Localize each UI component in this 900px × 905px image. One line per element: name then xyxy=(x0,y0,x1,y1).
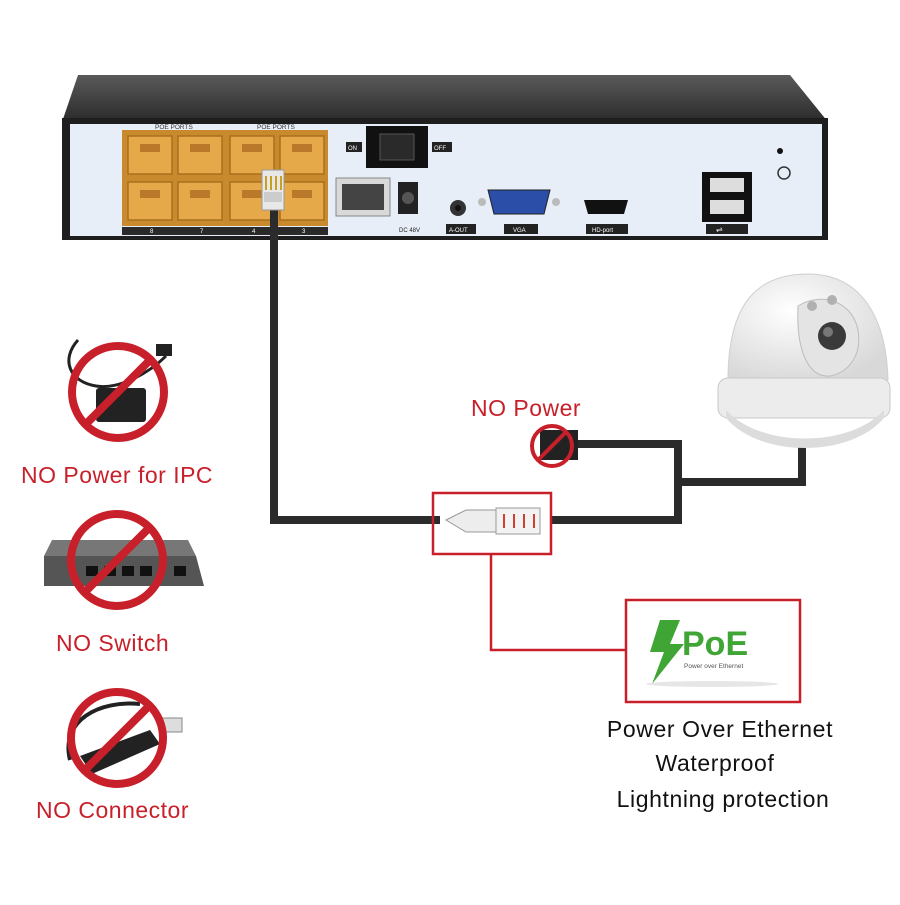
poe-port xyxy=(279,181,325,221)
usb-icon: ⇌ xyxy=(716,225,723,234)
poe-port xyxy=(177,135,223,175)
no-switch-label: NO Switch xyxy=(56,630,170,656)
dc-label: DC 48V xyxy=(399,228,420,234)
no-connector-label: NO Connector xyxy=(36,797,190,823)
rj45-connector xyxy=(444,507,541,535)
port-number: 3 xyxy=(302,229,306,235)
port-number: 4 xyxy=(252,229,256,235)
poe-port xyxy=(229,135,275,175)
vga-label: VGA xyxy=(513,228,526,234)
camera-lens xyxy=(818,322,846,350)
poe-logo-box: PoE Power over Ethernet xyxy=(624,598,802,704)
reset-hole xyxy=(777,148,783,154)
vga-port xyxy=(487,189,551,215)
lightning-bolt-icon xyxy=(650,620,684,684)
no-power-adapter-item xyxy=(67,338,172,442)
poe-port xyxy=(127,181,173,221)
feature-poe: Power Over Ethernet xyxy=(606,716,834,742)
ethernet-cable xyxy=(270,202,806,524)
port-number: 7 xyxy=(200,229,204,235)
callout-line xyxy=(489,554,626,652)
aout-label: A-OUT xyxy=(449,228,468,234)
camera-base xyxy=(717,377,891,419)
switch-off-label: OFF xyxy=(434,146,446,152)
dome-camera xyxy=(717,273,891,448)
switch-on-label: ON xyxy=(348,146,357,152)
prohibited-icon xyxy=(530,424,574,468)
port-number: 8 xyxy=(150,229,154,235)
prohibited-icon xyxy=(67,688,167,788)
feature-waterproof: Waterproof xyxy=(655,750,775,776)
poe-port xyxy=(177,181,223,221)
prohibited-icon xyxy=(67,510,167,610)
poe-splitter xyxy=(80,730,160,774)
no-power-ipc-label: NO Power for IPC xyxy=(21,462,214,488)
nvr-top-cover xyxy=(62,75,828,122)
no-power-dc-plug xyxy=(530,424,578,468)
ground-icon xyxy=(777,166,791,180)
poe-ports-label: POE PORTS xyxy=(155,124,193,131)
nvr-recorder: 8 7 4 3 POE PORTS POE PORTS ON OFF DC 48… xyxy=(62,75,828,240)
poe-logo-text: PoE xyxy=(682,625,748,663)
poe-port xyxy=(127,135,173,175)
prohibited-icon xyxy=(68,342,168,442)
poe-ports-label: POE PORTS xyxy=(257,124,295,131)
poe-port-block: 8 7 4 3 xyxy=(122,130,328,235)
no-power-label: NO Power xyxy=(471,395,582,421)
hd-label: HD-port xyxy=(592,228,613,234)
no-connector-item xyxy=(66,688,183,788)
poe-port xyxy=(279,135,325,175)
poe-logo-subtitle: Power over Ethernet xyxy=(684,663,743,670)
feature-lightning: Lightning protection xyxy=(616,786,830,812)
no-switch-item xyxy=(44,510,204,610)
hdmi-port xyxy=(584,200,628,214)
